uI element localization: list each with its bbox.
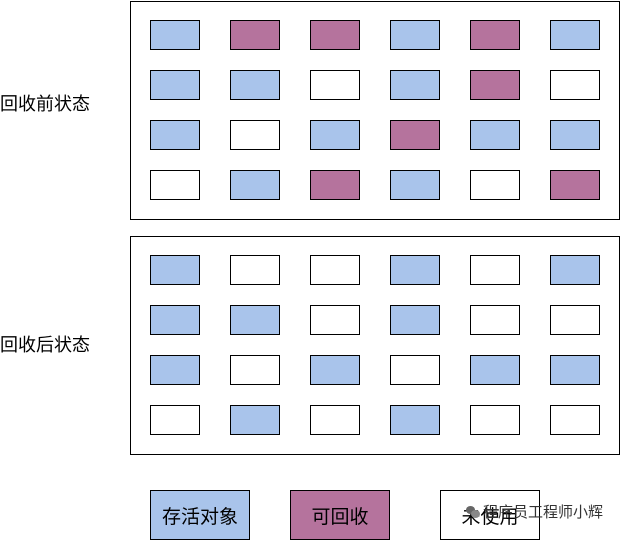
- memory-cell-alive: [390, 255, 440, 285]
- memory-cell-unused: [390, 355, 440, 385]
- memory-cell-unused: [470, 255, 520, 285]
- memory-cell-reclaimable: [310, 170, 360, 200]
- before-state-label: 回收前状态: [0, 94, 90, 115]
- memory-cell-unused: [150, 405, 200, 435]
- memory-cell-alive: [390, 170, 440, 200]
- memory-cell-unused: [150, 170, 200, 200]
- legend-reclaimable: 可回收: [290, 490, 390, 540]
- memory-cell-alive: [150, 355, 200, 385]
- watermark-text: 程序员工程师小辉: [483, 503, 604, 521]
- memory-cell-unused: [470, 405, 520, 435]
- memory-cell-alive: [150, 20, 200, 50]
- memory-cell-unused: [310, 70, 360, 100]
- watermark: 程序员工程师小辉: [466, 501, 603, 522]
- memory-cell-alive: [550, 355, 600, 385]
- memory-cell-reclaimable: [550, 170, 600, 200]
- memory-cell-alive: [230, 70, 280, 100]
- after-state-grid: [130, 236, 620, 455]
- memory-cell-unused: [310, 305, 360, 335]
- memory-cell-alive: [230, 305, 280, 335]
- memory-cell-alive: [390, 405, 440, 435]
- memory-cell-unused: [310, 255, 360, 285]
- memory-cell-reclaimable: [470, 20, 520, 50]
- memory-cell-alive: [550, 120, 600, 150]
- legend-alive-label: 存活对象: [161, 505, 238, 528]
- memory-cell-unused: [550, 305, 600, 335]
- memory-cell-alive: [150, 70, 200, 100]
- memory-cell-alive: [230, 170, 280, 200]
- after-state-label: 回收后状态: [0, 335, 90, 356]
- memory-cell-alive: [310, 120, 360, 150]
- memory-cell-alive: [390, 20, 440, 50]
- memory-cell-reclaimable: [310, 20, 360, 50]
- memory-cell-alive: [150, 255, 200, 285]
- legend-alive: 存活对象: [150, 490, 250, 540]
- memory-cell-unused: [470, 305, 520, 335]
- memory-cell-alive: [390, 70, 440, 100]
- memory-cell-unused: [230, 355, 280, 385]
- memory-cell-unused: [550, 70, 600, 100]
- memory-cell-unused: [230, 255, 280, 285]
- wechat-icon: [466, 505, 480, 518]
- memory-cell-alive: [150, 305, 200, 335]
- memory-cell-alive: [550, 255, 600, 285]
- memory-cell-unused: [230, 120, 280, 150]
- memory-cell-reclaimable: [230, 20, 280, 50]
- memory-cell-unused: [550, 405, 600, 435]
- memory-cell-alive: [470, 120, 520, 150]
- memory-cell-alive: [390, 305, 440, 335]
- memory-cell-alive: [550, 20, 600, 50]
- memory-cell-alive: [230, 405, 280, 435]
- memory-cell-reclaimable: [390, 120, 440, 150]
- before-state-grid: [130, 1, 620, 220]
- memory-cell-unused: [310, 405, 360, 435]
- memory-cell-alive: [310, 355, 360, 385]
- legend-reclaimable-label: 可回收: [311, 505, 369, 528]
- memory-cell-reclaimable: [470, 70, 520, 100]
- memory-cell-unused: [470, 170, 520, 200]
- memory-cell-alive: [470, 355, 520, 385]
- legend-unused: 未使用: [440, 490, 540, 540]
- memory-cell-alive: [150, 120, 200, 150]
